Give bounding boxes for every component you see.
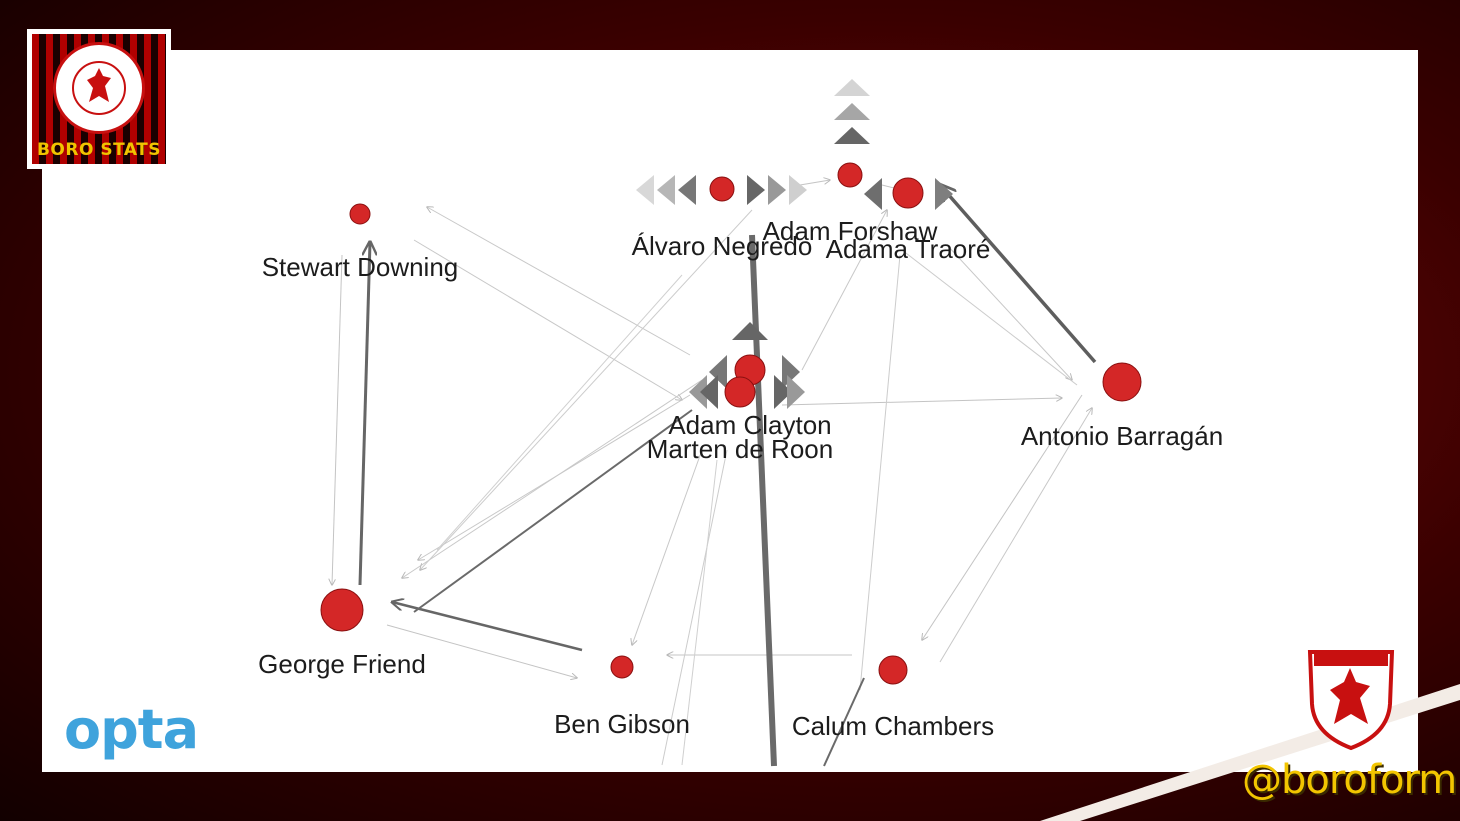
player-nodes: Stewart Downing Álvaro Negredo Adam Fors… <box>258 162 1223 741</box>
player-node-clayton[interactable]: Adam Clayton <box>668 354 832 440</box>
opta-logo: opta <box>64 698 199 761</box>
pass-edge-strong <box>358 242 370 586</box>
pass-arrowheads <box>636 79 953 409</box>
player-label: Calum Chambers <box>792 711 994 741</box>
badge-text: BORO STATS <box>36 140 162 160</box>
pass-edge <box>681 459 718 766</box>
player-node-friend[interactable]: George Friend <box>258 588 426 679</box>
player-node-gibson[interactable]: Ben Gibson <box>554 655 690 739</box>
player-label: Adama Traoré <box>826 234 991 264</box>
pass-edge <box>386 624 577 678</box>
pass-edge <box>781 398 1062 406</box>
pass-edge-strong <box>823 677 865 767</box>
pass-edge-strong <box>940 185 1097 364</box>
pass-edge-strong <box>749 234 777 767</box>
twitter-handle: @boroform <box>1242 757 1457 803</box>
player-label: George Friend <box>258 649 426 679</box>
pass-network-diagram: Stewart Downing Álvaro Negredo Adam Fors… <box>258 79 1223 767</box>
pass-edge <box>632 449 703 645</box>
player-node-barragan[interactable]: Antonio Barragán <box>1021 362 1223 451</box>
player-label: Álvaro Negredo <box>632 231 813 261</box>
pass-network-panel <box>42 50 1418 772</box>
player-label: Adam Forshaw <box>763 216 938 246</box>
pass-edge <box>799 180 830 186</box>
player-label: Antonio Barragán <box>1021 421 1223 451</box>
club-crest-icon <box>1298 644 1404 759</box>
pass-edge-strong <box>392 602 583 652</box>
pass-edge <box>859 254 901 691</box>
player-label: Ben Gibson <box>554 709 690 739</box>
boro-stats-badge: BORO STATS <box>27 29 171 169</box>
player-node-forshaw[interactable]: Adam Forshaw <box>763 162 938 246</box>
player-node-chambers[interactable]: Calum Chambers <box>792 655 994 741</box>
badge-background: BORO STATS <box>32 34 166 164</box>
player-node-downing[interactable]: Stewart Downing <box>262 203 459 282</box>
pass-edge <box>436 274 683 551</box>
pass-edge <box>413 239 682 400</box>
pass-edge <box>418 394 691 560</box>
pass-edge <box>922 394 1083 640</box>
pass-edge <box>332 254 343 585</box>
pass-edge <box>661 449 728 766</box>
pass-edge <box>946 244 1072 380</box>
club-crest-icon <box>53 42 145 134</box>
pass-edge <box>939 408 1092 663</box>
pass-edge-strong <box>413 409 693 613</box>
player-node-negredo[interactable]: Álvaro Negredo <box>632 176 813 261</box>
pass-edge <box>801 210 887 371</box>
player-node-deroon[interactable]: Marten de Roon <box>647 376 833 464</box>
player-label: Adam Clayton <box>668 410 831 440</box>
player-label: Marten de Roon <box>647 434 833 464</box>
player-node-traore[interactable]: Adama Traoré <box>826 177 991 264</box>
player-label: Stewart Downing <box>262 252 459 282</box>
pass-edge <box>427 207 691 356</box>
pass-edge <box>901 249 1078 386</box>
pass-edge <box>420 209 753 570</box>
